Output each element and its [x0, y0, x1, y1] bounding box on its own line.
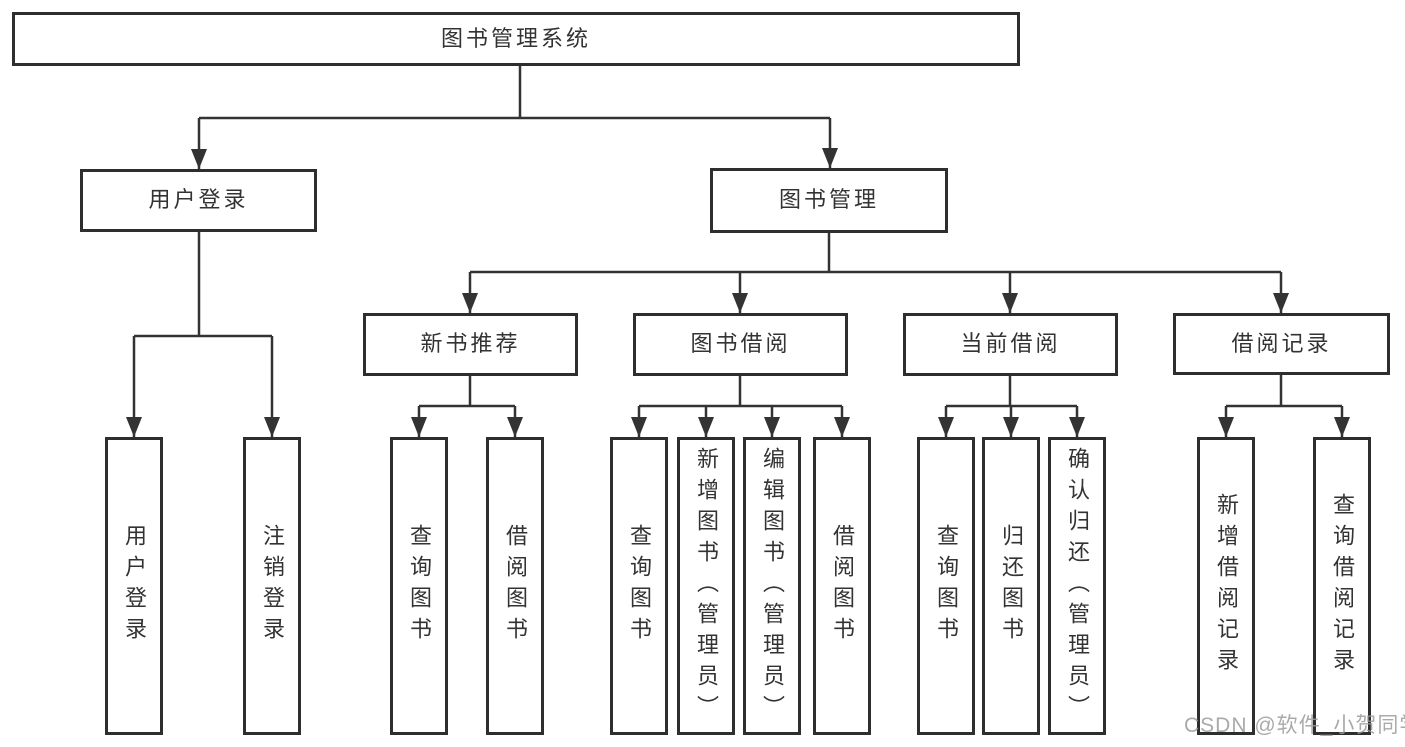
leaf-query-books-2-label: 查询图书 [627, 524, 652, 648]
leaf-add-borrow-record: 新增借阅记录 [1197, 437, 1255, 735]
leaf-query-borrow-record-label: 查询借阅记录 [1330, 493, 1355, 679]
leaf-add-book-admin: 新增图书（管理员） [677, 437, 735, 735]
node-new-book-recommendation: 新书推荐 [363, 313, 578, 376]
node-borrowing-records: 借阅记录 [1173, 313, 1390, 375]
leaf-edit-book-admin: 编辑图书（管理员） [743, 437, 801, 735]
node-current-borrowing: 当前借阅 [903, 313, 1118, 376]
leaf-query-books-1: 查询图书 [390, 437, 448, 735]
leaf-add-borrow-record-label: 新增借阅记录 [1214, 493, 1239, 679]
leaf-borrow-books-1-label: 借阅图书 [503, 524, 528, 648]
leaf-query-books-1-label: 查询图书 [407, 524, 432, 648]
leaf-confirm-return-admin: 确认归还（管理员） [1048, 437, 1106, 735]
leaf-return-book: 归还图书 [982, 437, 1040, 735]
leaf-borrow-books-2: 借阅图书 [813, 437, 871, 735]
leaf-confirm-return-admin-label: 确认归还（管理员） [1065, 446, 1090, 726]
csdn-watermark: CSDN @软件_小贺同学 [1184, 714, 1405, 737]
leaf-user-login: 用户登录 [105, 437, 163, 735]
leaf-query-books-3-label: 查询图书 [934, 524, 959, 648]
node-user-login: 用户登录 [80, 169, 317, 232]
leaf-edit-book-admin-label: 编辑图书（管理员） [760, 446, 785, 726]
leaf-query-borrow-record: 查询借阅记录 [1313, 437, 1371, 735]
leaf-query-books-3: 查询图书 [917, 437, 975, 735]
node-library-management-system: 图书管理系统 [12, 12, 1020, 66]
leaf-return-book-label: 归还图书 [999, 524, 1024, 648]
leaf-query-books-2: 查询图书 [610, 437, 668, 735]
leaf-logout: 注销登录 [243, 437, 301, 735]
leaf-logout-label: 注销登录 [260, 524, 285, 648]
node-book-management: 图书管理 [710, 168, 948, 233]
leaf-borrow-books-1: 借阅图书 [486, 437, 544, 735]
leaf-borrow-books-2-label: 借阅图书 [830, 524, 855, 648]
node-book-borrowing: 图书借阅 [633, 313, 848, 376]
leaf-user-login-label: 用户登录 [122, 524, 147, 648]
leaf-add-book-admin-label: 新增图书（管理员） [694, 446, 719, 726]
